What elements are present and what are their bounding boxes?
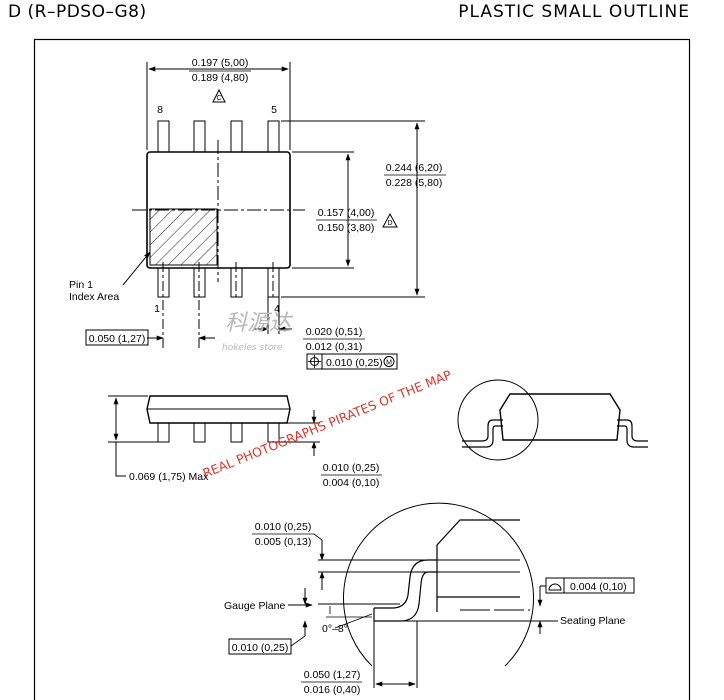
pin-label-1: 1 — [154, 303, 160, 315]
package-code-title: D (R–PDSO–G8) — [8, 2, 147, 22]
foot-length-min: 0.016 (0,40) — [304, 684, 361, 696]
end-lead-right — [617, 419, 648, 442]
end-lead-left — [462, 419, 503, 442]
lead-width-max: 0.020 (0,51) — [306, 326, 363, 338]
note-c-label: C — [216, 95, 221, 102]
foot-length-max: 0.050 (1,27) — [304, 669, 361, 681]
lead-width-min: 0.012 (0,31) — [306, 341, 363, 353]
gauge-plane-label: Gauge Plane — [224, 600, 285, 612]
lead-thickness-max: 0.010 (0,25) — [255, 521, 312, 533]
lead-8 — [157, 120, 170, 153]
body-width-max: 0.157 (4,00) — [318, 207, 375, 219]
lead-7 — [193, 120, 206, 153]
side-view: 0.069 (1,75) Max 0.010 (0,25) 0.004 (0,1… — [108, 395, 382, 489]
watermark-cn: 科源达 — [225, 311, 294, 336]
pitch-value: 0.050 (1,27) — [89, 333, 146, 345]
watermark-url: hokeles store — [222, 343, 283, 353]
note-d-label: D — [387, 220, 392, 227]
detail-view: 0.010 (0,25) 0.005 (0,13) Gauge Plane 0.… — [224, 502, 635, 696]
body-width-min: 0.150 (3,80) — [318, 222, 375, 234]
angle-value: 0°–8° — [322, 623, 348, 635]
gauge-offset-box — [228, 638, 292, 655]
detail-boundary-circle — [343, 502, 534, 667]
end-body — [499, 393, 621, 441]
flatness-value: 0.004 (0,10) — [570, 581, 627, 593]
standoff-max: 0.010 (0,25) — [323, 462, 380, 474]
pin-label-4: 4 — [274, 303, 280, 315]
note-c-triangle — [212, 88, 226, 103]
pin-label-5: 5 — [271, 104, 277, 116]
body-length-min: 0.189 (4,80) — [192, 72, 249, 84]
position-modifier: M — [386, 360, 392, 367]
detail-callout-circle — [457, 379, 539, 461]
overall-width-max: 0.244 (6,20) — [386, 162, 443, 174]
pin-label-8: 8 — [157, 104, 163, 116]
seating-plane-label: Seating Plane — [560, 615, 626, 627]
standoff-min: 0.004 (0,10) — [323, 477, 380, 489]
detail-lead — [374, 559, 437, 609]
height-max: 0.069 (1,75) Max — [129, 471, 209, 483]
pitch-box — [85, 329, 149, 346]
body-length-max: 0.197 (5,00) — [192, 57, 249, 69]
note-d-triangle — [382, 212, 398, 228]
position-tolerance: 0.010 (0,25) — [326, 357, 383, 369]
pin1-label-line2: Index Area — [69, 291, 119, 303]
top-view: 8 5 1 4 0.197 (5,00) 0.189 (4,80) C 0.24… — [69, 57, 446, 370]
detail-body-outline — [436, 519, 520, 612]
flatness-symbol-icon — [548, 583, 562, 591]
drawing-frame — [33, 38, 691, 700]
gauge-offset: 0.010 (0,25) — [232, 642, 289, 654]
overall-width-min: 0.228 (5,80) — [386, 177, 443, 189]
end-view — [457, 379, 648, 461]
pin1-label-line1: Pin 1 — [69, 279, 93, 291]
lead-thickness-min: 0.005 (0,13) — [255, 536, 312, 548]
lead-6 — [230, 120, 243, 153]
lead-5 — [267, 120, 280, 153]
tolerance-frame — [306, 353, 398, 370]
pin1-index-area — [149, 208, 218, 266]
mmc-modifier-icon — [383, 356, 395, 367]
package-type-title: PLASTIC SMALL OUTLINE — [458, 2, 690, 22]
